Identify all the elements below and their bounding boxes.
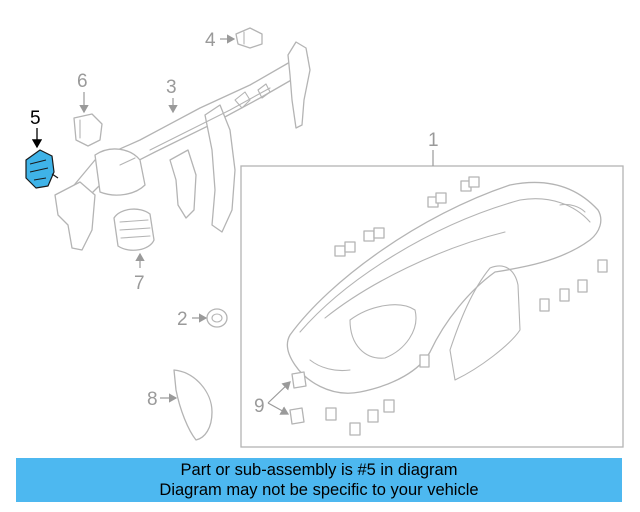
callout-7: 7	[134, 273, 145, 294]
callout-1: 1	[428, 130, 439, 151]
part-1-box	[240, 165, 624, 448]
callout-2: 2	[177, 309, 188, 330]
part-1-instrument-panel	[240, 150, 624, 448]
banner-line-2: Diagram may not be specific to your vehi…	[159, 481, 479, 499]
callout-5: 5	[30, 108, 41, 129]
callout-6: 6	[77, 71, 88, 92]
callout-4: 4	[205, 30, 216, 51]
banner-line-1: Part or sub-assembly is #5 in diagram	[180, 461, 458, 479]
part-8-cover	[173, 369, 213, 441]
part-9-clips	[289, 371, 307, 425]
part-6-bracket	[73, 113, 103, 147]
callout-8: 8	[147, 389, 158, 410]
part-3-cross-car-beam	[54, 41, 311, 251]
part-2-clip	[206, 308, 228, 328]
parts-diagram: 1 3 4 6 5 7	[25, 27, 624, 448]
callout-3: 3	[166, 77, 177, 98]
part-7-vent	[113, 208, 155, 251]
callout-9: 9	[254, 396, 265, 417]
part-5-bracket-highlighted	[25, 149, 59, 189]
info-banner: Part or sub-assembly is #5 in diagram Di…	[16, 458, 622, 502]
part-4-bracket	[235, 27, 263, 49]
part-1-clips	[325, 176, 608, 436]
